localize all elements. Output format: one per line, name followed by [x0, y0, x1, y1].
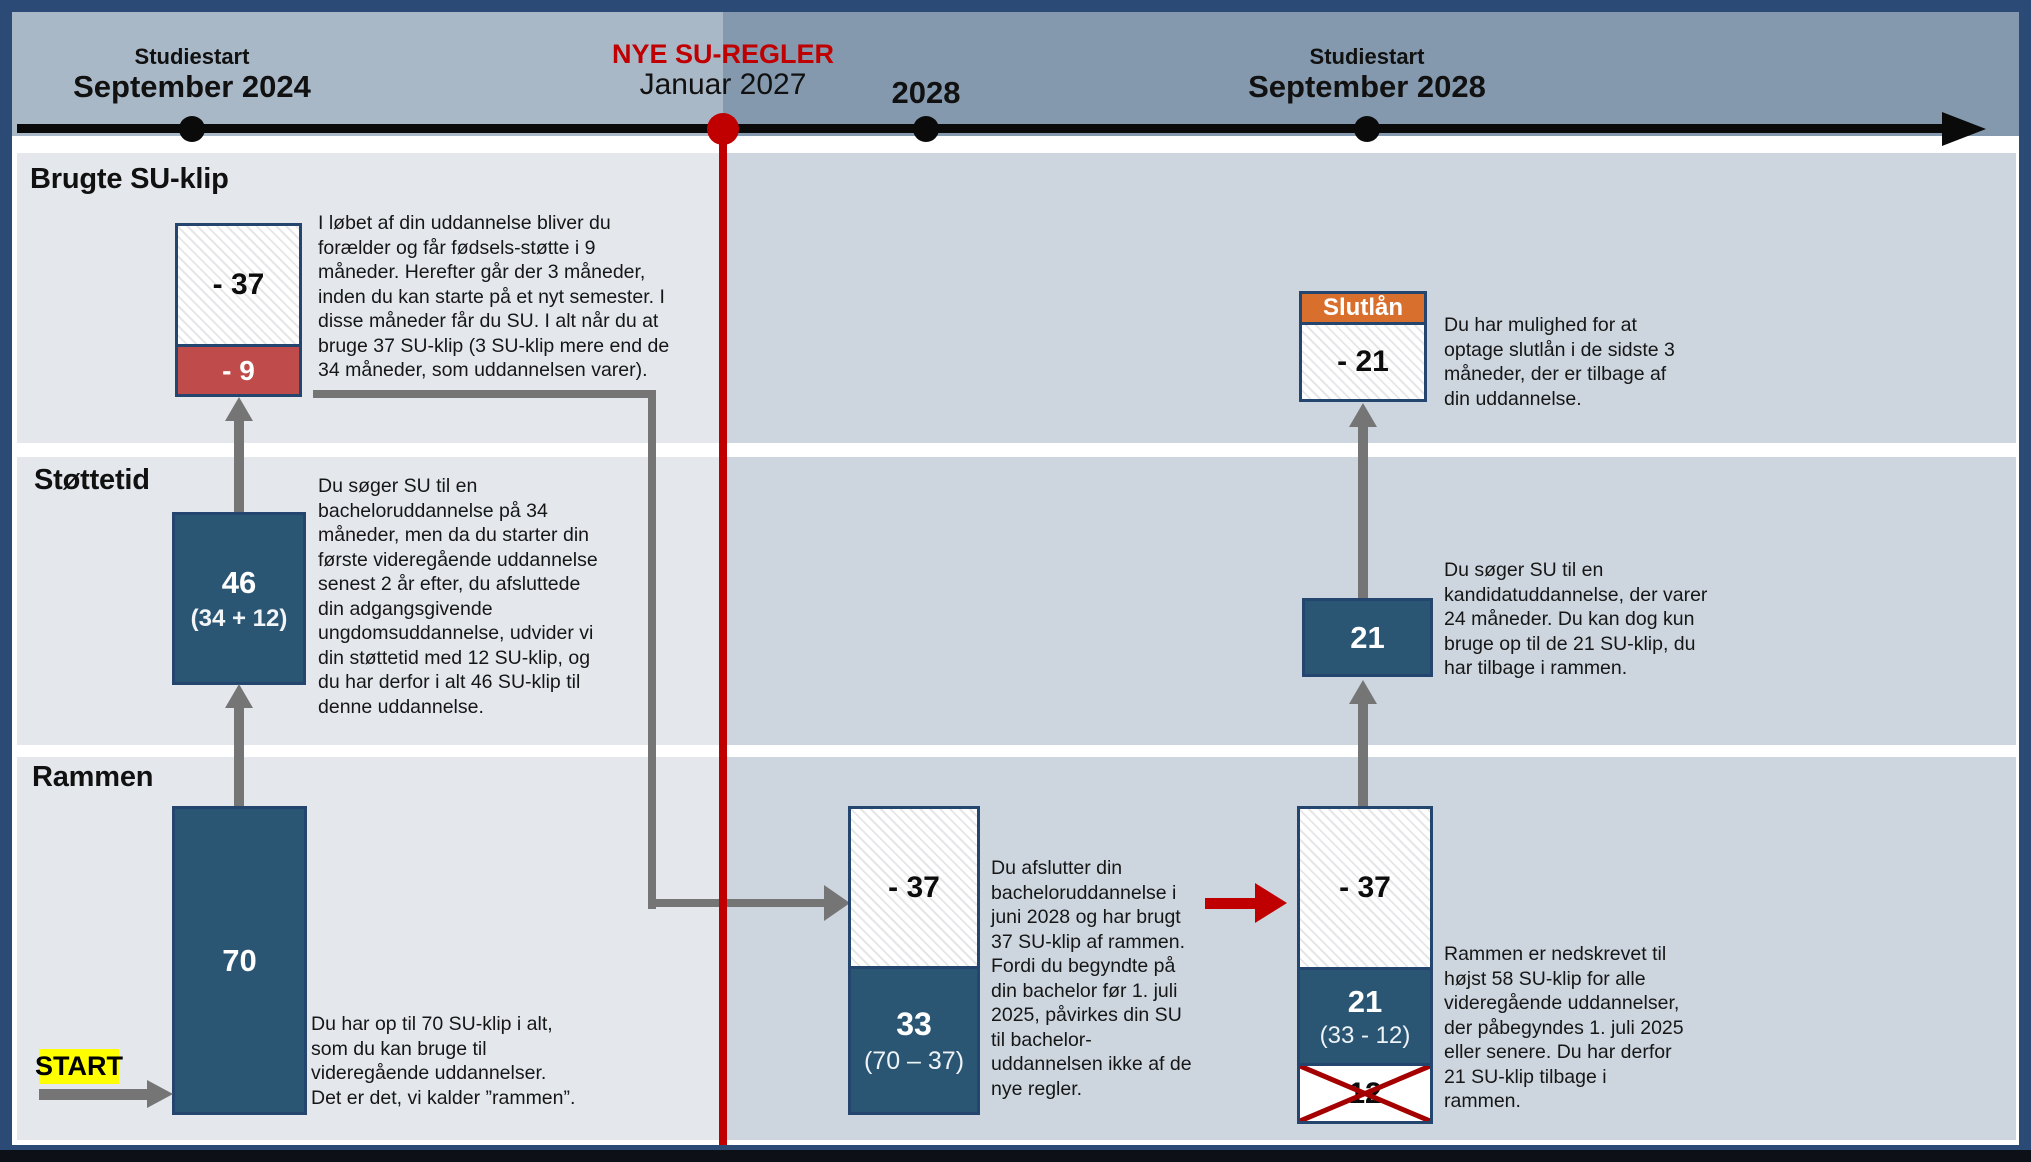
marker-title: Januar 2027 [639, 68, 807, 101]
slutlaan-header: Slutlån [1302, 294, 1424, 322]
slutlaan-box: Slutlån - 21 [1299, 291, 1427, 402]
frame-33-value: 33 [896, 1005, 932, 1042]
timeline-marker-sep-2024: Studiestart September 2024 [42, 44, 342, 104]
timeline-marker-2028: 2028 [776, 76, 1076, 110]
marker-title: September 2024 [73, 69, 311, 104]
frame-70-value: 70 [222, 942, 257, 978]
up-arrow-icon-right-1 [1349, 403, 1377, 427]
up-arrow-stem-right-1 [1358, 427, 1368, 598]
frame-33-formula: (70 – 37) [863, 1046, 965, 1075]
page-border-right [2019, 0, 2031, 1162]
support-46-value: 46 [221, 564, 257, 600]
header-band-after-rules [723, 12, 2019, 136]
frame-33-spent-value: - 37 [888, 870, 940, 904]
page-border-bottom-bar [0, 1150, 2031, 1162]
note-kandidat: Du søger SU til en kandidatuddannelse, d… [1444, 559, 1708, 679]
note-bachelor: Du afslutter din bacheloruddannelse i ju… [991, 857, 1192, 1100]
header-band-before-rules [12, 12, 723, 136]
timeline-dot-sep-2024 [179, 116, 205, 142]
frame-21-value-section: 21 (33 - 12) [1300, 967, 1430, 1063]
connector-horizontal-bottom [648, 899, 824, 907]
frame-12-removed-section: 12 [1300, 1063, 1430, 1121]
new-rules-divider-line [719, 129, 727, 1150]
red-arrow-stem [1205, 898, 1257, 909]
used-clips-parental-section: - 9 [178, 344, 299, 394]
timeline-marker-nye-regler: NYE SU-REGLER Januar 2027 [573, 40, 873, 102]
used-clips-spent-section: - 37 [178, 226, 299, 344]
marker-subtitle: Studiestart [1309, 44, 1425, 69]
up-arrow-stem-left-2 [234, 708, 244, 806]
frame-33-box: - 37 33 (70 – 37) [848, 806, 980, 1115]
timeline-marker-sep-2028: Studiestart September 2028 [1217, 44, 1517, 104]
band-stoettetid-left [17, 457, 723, 745]
frame-21-value: 21 [1347, 983, 1383, 1019]
note-used-clips: I løbet af din uddannelse bliver du foræ… [318, 212, 670, 381]
frame-21-spent-section: - 37 [1300, 809, 1430, 967]
support-46-formula: (34 + 12) [190, 604, 288, 632]
frame-33-value-section: 33 (70 – 37) [851, 966, 977, 1112]
marker-title: September 2028 [1248, 69, 1486, 104]
cross-out-icon [1300, 1066, 1430, 1121]
red-arrow-icon [1255, 883, 1287, 923]
slutlaan-value-section: - 21 [1302, 322, 1424, 399]
timeline-dot-2028 [913, 116, 939, 142]
connector-vertical [648, 390, 656, 909]
page-border-bottom-line [12, 1145, 2019, 1150]
connector-horizontal-top [313, 390, 656, 398]
used-clips-parental-value: - 9 [222, 354, 255, 386]
support-time-46-box: 46 (34 + 12) [172, 512, 306, 685]
support-time-21-box: 21 [1302, 598, 1433, 677]
up-arrow-icon-left-1 [225, 397, 253, 421]
band-rammen-left [17, 757, 723, 1140]
timeline-dot-sep-2028 [1354, 116, 1380, 142]
note-slutlaan: Du har mulighed for at optage slutlån i … [1444, 314, 1675, 410]
up-arrow-icon-right-2 [1349, 680, 1377, 704]
connector-arrowhead-icon [824, 885, 850, 921]
frame-21-formula: (33 - 12) [1319, 1021, 1411, 1049]
page-border-top [0, 0, 2031, 12]
support-21-value: 21 [1350, 619, 1385, 655]
up-arrow-icon-left-2 [225, 684, 253, 708]
slutlaan-value: - 21 [1337, 345, 1389, 378]
band-title-stoettetid: Støttetid [34, 464, 150, 496]
marker-subtitle-new-rules: NYE SU-REGLER [611, 39, 835, 69]
note-support-time: Du søger SU til en bacheloruddannelse på… [318, 475, 598, 718]
page-border-left [0, 0, 12, 1162]
up-arrow-stem-right-2 [1358, 704, 1368, 806]
timeline-dot-new-rules [707, 113, 739, 145]
note-frame: Du har op til 70 SU-klip i alt, som du k… [311, 1013, 576, 1109]
slutlaan-header-label: Slutlån [1322, 294, 1403, 321]
frame-21-spent-value: - 37 [1339, 871, 1391, 904]
marker-title: 2028 [891, 75, 961, 110]
note-nedskrivning: Rammen er nedskrevet til højst 58 SU-kli… [1444, 943, 1684, 1112]
up-arrow-stem-left-1 [234, 421, 244, 512]
start-arrow-stem [39, 1089, 147, 1100]
band-title-rammen: Rammen [32, 761, 154, 793]
band-title-brugte-su-klip: Brugte SU-klip [30, 163, 229, 195]
start-badge: START [35, 1049, 123, 1084]
used-clips-spent-value: - 37 [212, 268, 265, 301]
start-arrow-icon [147, 1080, 173, 1108]
frame-70-box: 70 [172, 806, 307, 1115]
used-clips-box: - 37 - 9 [175, 223, 302, 397]
marker-subtitle: Studiestart [134, 44, 250, 69]
frame-33-spent-section: - 37 [851, 809, 977, 966]
timeline-arrowhead-icon [1942, 112, 1986, 146]
timeline-axis [17, 124, 1942, 133]
frame-21-box: - 37 21 (33 - 12) 12 [1297, 806, 1433, 1124]
